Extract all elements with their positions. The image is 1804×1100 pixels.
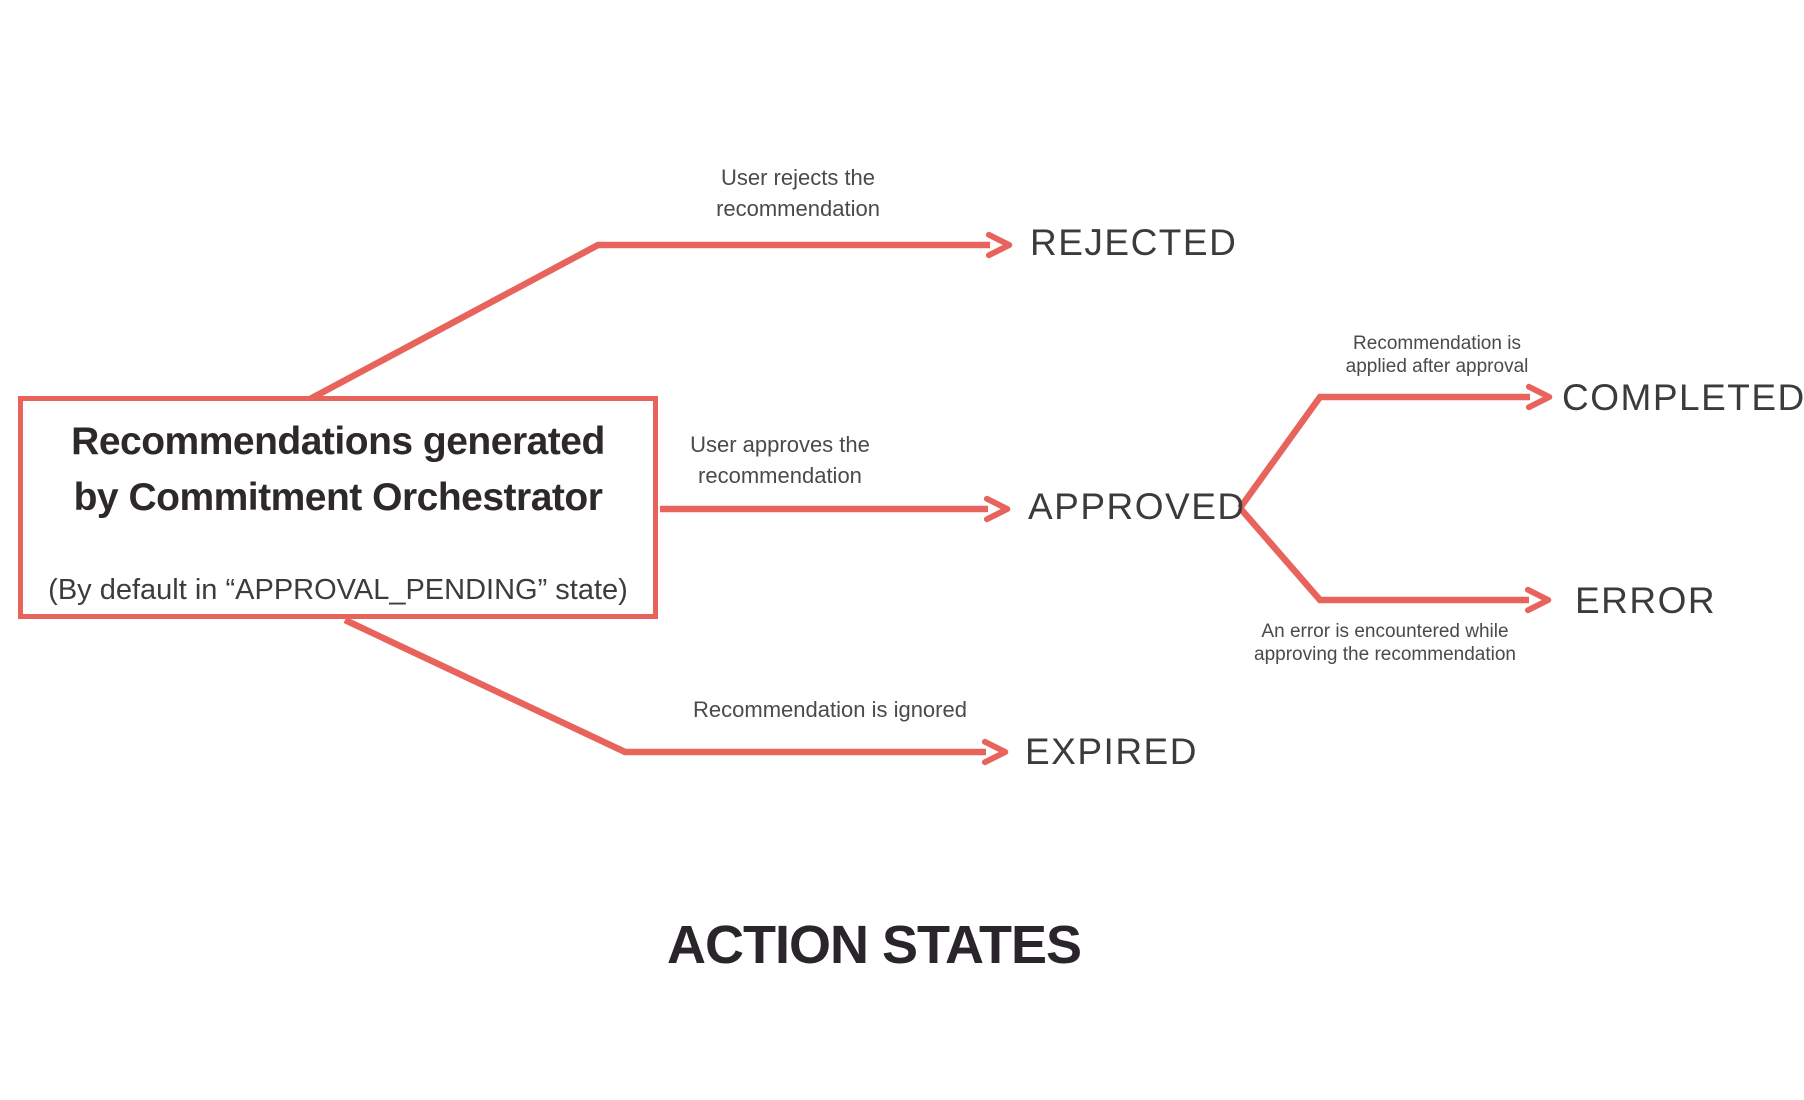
- state-label-expired: EXPIRED: [1025, 731, 1198, 772]
- connector-expired-arrow: [343, 617, 1009, 766]
- connector-error-arrow: [1237, 505, 1552, 614]
- transition-label-rejected-line2: recommendation: [716, 196, 880, 221]
- transition-label-rejected-line1: User rejects the: [720, 165, 876, 190]
- transition-label-approved-line2: recommendation: [698, 463, 862, 488]
- transition-label-error-line2: approving the recommendation: [1254, 644, 1516, 665]
- transition-label-approved: User approves the recommendation: [690, 429, 870, 491]
- source-box-title-line2: by Commitment Orchestrator: [73, 476, 603, 519]
- transition-label-error: An error is encountered while approving …: [1254, 620, 1516, 666]
- transition-label-completed-line1: Recommendation is: [1353, 333, 1521, 354]
- source-box-title: Recommendations generated by Commitment …: [23, 414, 653, 526]
- state-label-rejected: REJECTED: [1030, 222, 1238, 263]
- transition-label-approved-line1: User approves the: [690, 432, 870, 457]
- transition-label-expired: Recommendation is ignored: [693, 697, 967, 722]
- state-label-completed: COMPLETED: [1562, 377, 1804, 418]
- connector-completed-arrow: [1237, 383, 1553, 510]
- transition-label-completed-line2: applied after approval: [1345, 356, 1529, 377]
- source-box: Recommendations generated by Commitment …: [18, 396, 658, 619]
- transition-label-rejected: User rejects the recommendation: [716, 162, 880, 224]
- state-label-approved: APPROVED: [1028, 486, 1246, 527]
- diagram-title: ACTION STATES: [667, 915, 1082, 975]
- transition-label-completed: Recommendation is applied after approval: [1346, 332, 1529, 378]
- connector-rejected-arrow: [308, 231, 1013, 402]
- source-box-subtitle: (By default in “APPROVAL_PENDING” state): [48, 574, 628, 606]
- state-label-error: ERROR: [1575, 580, 1717, 621]
- transition-label-error-line1: An error is encountered while: [1261, 621, 1509, 642]
- source-box-title-line1: Recommendations generated: [71, 420, 605, 463]
